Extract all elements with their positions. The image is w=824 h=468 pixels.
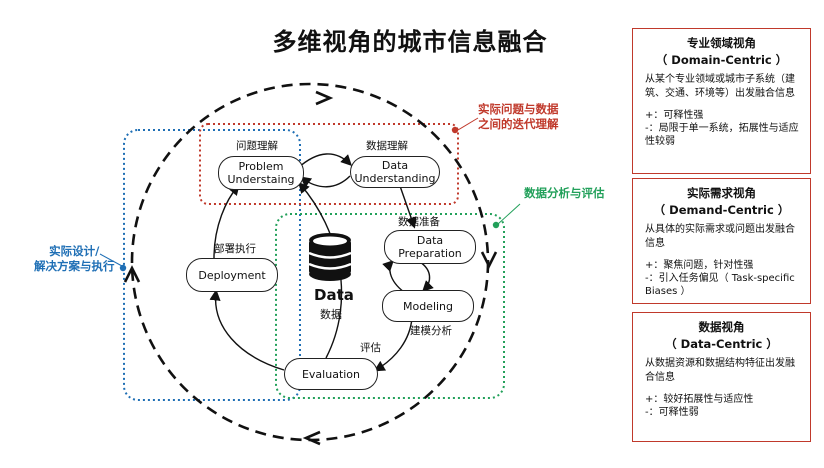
panel-description: 从数据资源和数据结构特征出发融合信息 [645,358,795,383]
panel-domain-centric: 专业领域视角 （ Domain-Centric ） 从某个专业领域或城市子系统（… [632,28,811,174]
panel-pros-cons: +：聚焦问题，针对性强 -：引入任务偏见（ Task-specific Bias… [645,260,795,297]
label-data-understanding-cn: 数据理解 [366,140,408,152]
panel-pros-cons: +：较好拓展性与适应性 -：可释性弱 [645,394,754,418]
panel-description: 从某个专业领域或城市子系统（建筑、交通、环境等）出发融合信息 [645,74,795,99]
region-red-label: 实际问题与数据 之间的迭代理解 [478,102,559,131]
node-evaluation: Evaluation [284,358,378,390]
label-data-preparation-cn: 数据准备 [398,216,440,228]
panel-title: 数据视角 [698,320,745,334]
panel-title: 专业领域视角 [687,36,756,50]
node-problem-understanding: Problem Understaing [218,156,304,190]
node-data-understanding: Data Understanding [350,156,440,188]
panel-pros-cons: +：可释性强 -：局限于单一系统，拓展性与适应性较弱 [645,110,799,147]
panel-subtitle: （ Domain-Centric ） [655,53,788,67]
region-green [275,213,505,399]
center-data-title: Data [314,286,354,304]
node-deployment: Deployment [186,258,278,292]
panel-title: 实际需求视角 [687,186,756,200]
region-blue-label: 实际设计/ 解决方案与执行 [34,244,115,273]
label-evaluation-cn: 评估 [360,342,381,354]
region-green-label: 数据分析与评估 [524,186,605,200]
database-icon [308,233,352,281]
panel-description: 从具体的实际需求或问题出发融合信息 [645,224,795,249]
node-modeling: Modeling [382,290,474,322]
panel-demand-centric: 实际需求视角 （ Demand-Centric ） 从具体的实际需求或问题出发融… [632,178,811,304]
page-title: 多维视角的城市信息融合 [272,28,548,56]
label-modeling-cn: 建模分析 [410,325,452,337]
label-problem-cn: 问题理解 [236,140,278,152]
label-deployment-cn: 部署执行 [214,243,256,255]
center-data-subtitle: 数据 [320,308,342,321]
panel-subtitle: （ Demand-Centric ） [653,203,790,217]
panel-subtitle: （ Data-Centric ） [665,337,778,351]
panel-data-centric: 数据视角 （ Data-Centric ） 从数据资源和数据结构特征出发融合信息… [632,312,811,442]
node-data-preparation: Data Preparation [384,230,476,264]
region-blue [123,129,301,401]
